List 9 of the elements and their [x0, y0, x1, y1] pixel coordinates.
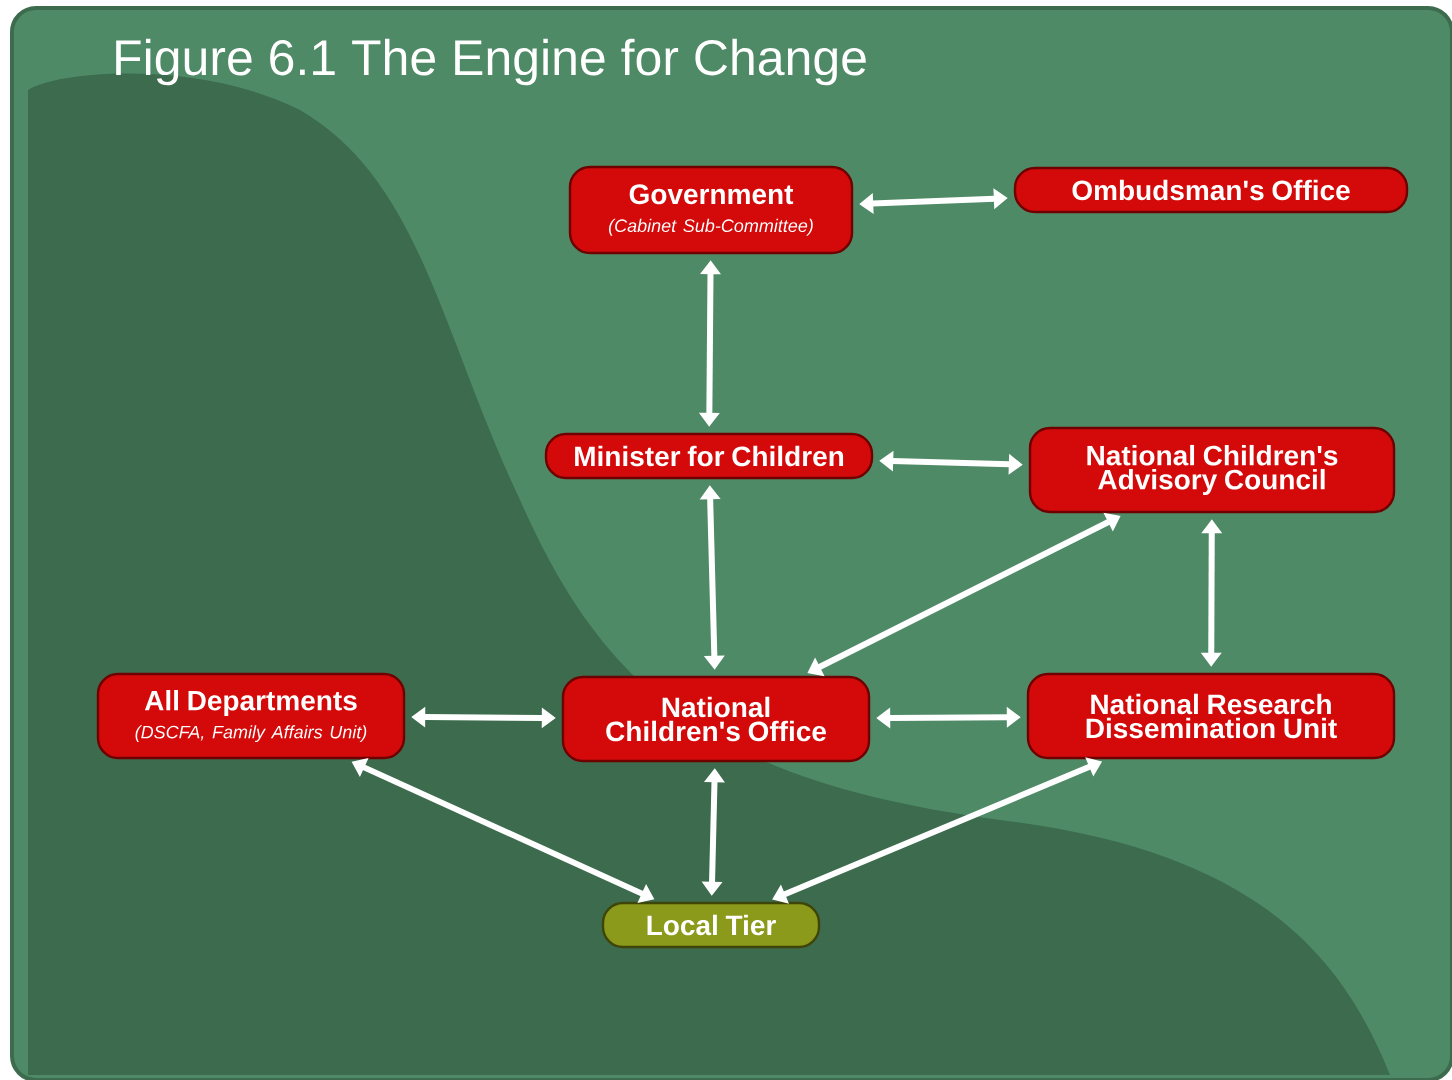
node-box: National Children's Office — [561, 675, 871, 763]
title: Figure 6.1 The Engine for Change — [116, 38, 866, 86]
node-box: Government (Cabinet Sub-Committee) — [568, 165, 854, 255]
node-box: Local Tier — [601, 901, 821, 949]
node-box: All Departments (DSCFA, Family Affairs Unit) — [96, 672, 406, 760]
node-box: Minister for Children — [544, 432, 874, 480]
node-box: National Children's Advisory Council — [1028, 426, 1396, 514]
node-box: Ombudsman's Office — [1013, 166, 1409, 214]
node-box: National Research Dissemination Unit — [1026, 672, 1396, 760]
